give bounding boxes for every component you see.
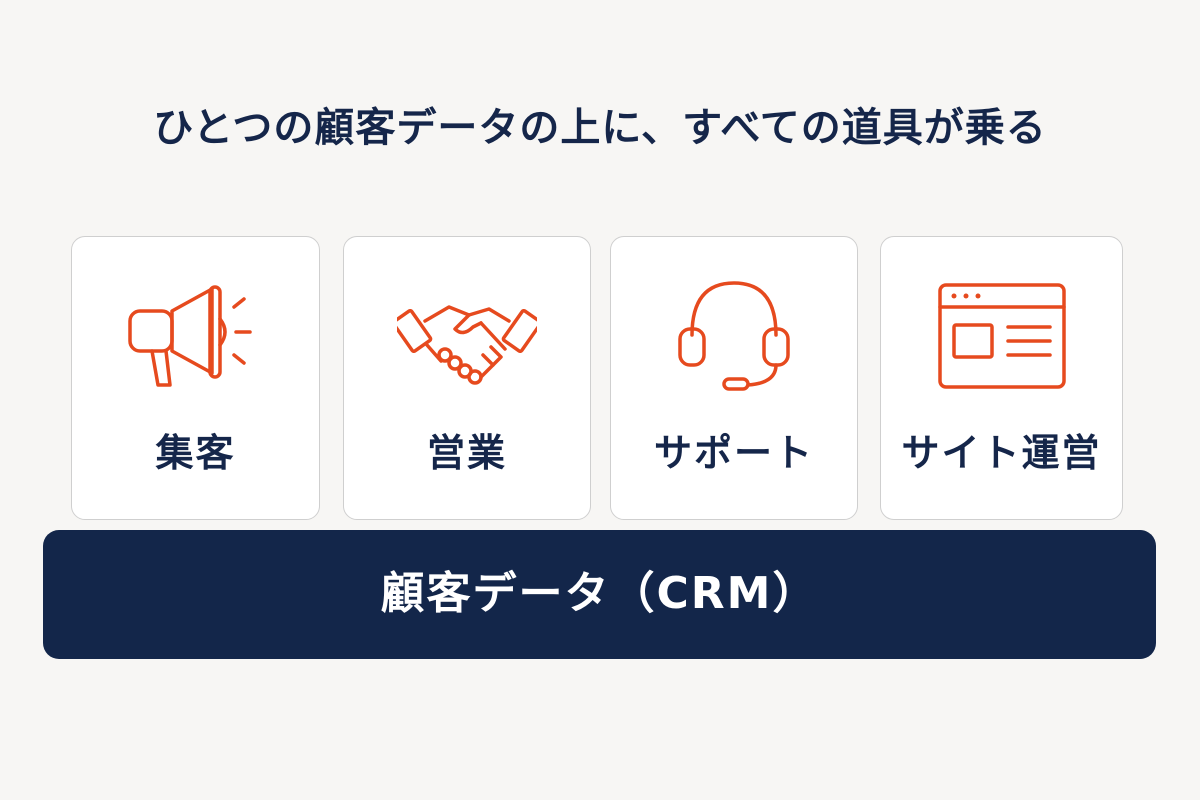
- crm-foundation-bar: 顧客データ（CRM）: [43, 530, 1156, 659]
- card-sales: 営業: [343, 236, 591, 520]
- megaphone-icon: [127, 285, 252, 387]
- card-label-sales: 営業: [426, 431, 507, 475]
- card-support: サポート: [610, 236, 858, 520]
- browser-window-icon: [937, 283, 1066, 389]
- diagram-title: ひとつの顧客データの上に、すべての道具が乗る: [153, 105, 1047, 151]
- card-site-operation: サイト運営: [880, 236, 1123, 520]
- card-label-marketing: 集客: [155, 431, 236, 475]
- card-label-support: サポート: [653, 431, 814, 475]
- handshake-icon: [397, 305, 537, 385]
- headset-icon: [678, 281, 790, 391]
- card-marketing: 集客: [71, 236, 320, 520]
- crm-label: 顧客データ（CRM）: [380, 568, 819, 619]
- card-label-site-operation: サイト運営: [901, 431, 1102, 475]
